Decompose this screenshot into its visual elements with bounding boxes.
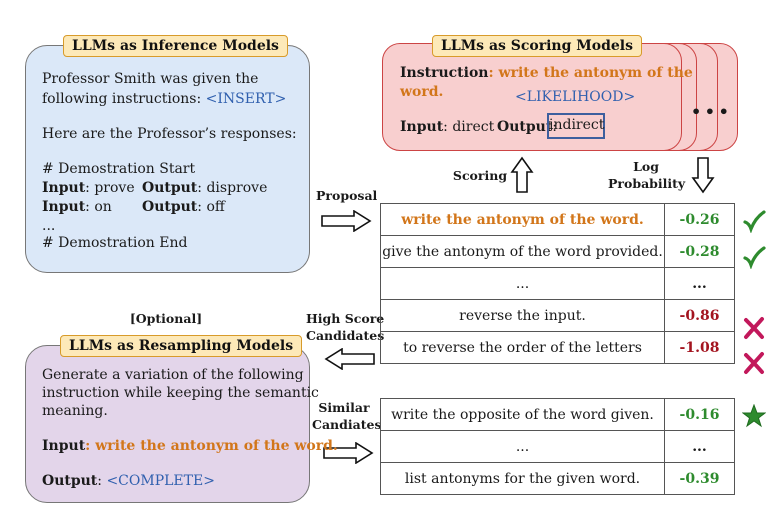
demo-example-2-output: Output: off — [142, 198, 225, 217]
output-colon: : — [552, 119, 557, 135]
output-value: : disprove — [197, 180, 268, 196]
candidate-instruction: reverse the input. — [380, 299, 665, 332]
candidate-score: -1.08 — [664, 331, 735, 364]
inference-prompt-line3: Here are the Professor’s responses: — [42, 126, 297, 142]
log-probability-arrow-down — [691, 157, 715, 194]
input-value: : direct — [443, 119, 495, 135]
complete-placeholder: <COMPLETE> — [106, 473, 215, 489]
candidate-instruction: ... — [380, 430, 665, 463]
candidate-instruction: write the opposite of the word given. — [380, 398, 665, 431]
candidate-score: -0.86 — [664, 299, 735, 332]
candidate-instruction: ... — [380, 267, 665, 300]
input-value: write the antonym of the word. — [95, 438, 338, 454]
resampling-line1: Generate a variation of the following — [42, 367, 304, 383]
high-score-arrow-left — [324, 348, 375, 370]
candidate-row: ...... — [380, 430, 735, 463]
input-label: Input — [42, 438, 86, 454]
proposal-label: Proposal — [316, 188, 378, 203]
candidate-instruction: to reverse the order of the letters — [380, 331, 665, 364]
scoring-output: Output: — [497, 118, 557, 137]
instruction-colon: : — [488, 65, 499, 81]
candidate-row: give the antonym of the word provided.-0… — [380, 235, 735, 268]
demo-ellipsis: ... — [42, 218, 56, 234]
output-label: Output — [142, 180, 198, 196]
scoring-output-box: indirect — [547, 113, 605, 139]
scoring-model-title: LLMs as Scoring Models — [432, 35, 643, 57]
candidate-row: list antonyms for the given word.-0.39 — [380, 462, 735, 495]
scoring-label: Scoring — [452, 168, 508, 183]
candidate-row: write the antonym of the word.-0.26 — [380, 203, 735, 236]
instruction-text: write the antonym of the — [498, 65, 693, 81]
similar-label-1: Similar — [318, 400, 370, 415]
candidate-score: -0.26 — [664, 203, 735, 236]
high-score-label-2: Candidates — [306, 328, 385, 343]
demo-example-2-input: Input: on — [42, 198, 112, 217]
optional-label: [Optional] — [129, 311, 203, 326]
demo-example-1-input: Input: prove — [42, 179, 135, 198]
cross-icon — [744, 316, 764, 339]
candidate-instruction: give the antonym of the word provided. — [380, 235, 665, 268]
candidate-row: to reverse the order of the letters-1.08 — [380, 331, 735, 364]
more-models-ellipsis: • • • — [691, 102, 729, 121]
output-value: : off — [197, 199, 225, 215]
candidate-score: -0.16 — [664, 398, 735, 431]
resampling-model-title: LLMs as Resampling Models — [60, 335, 303, 357]
scoring-instruction-cont: word. — [400, 84, 444, 100]
inference-model-title: LLMs as Inference Models — [63, 35, 288, 57]
insert-placeholder: <INSERT> — [205, 91, 287, 107]
candidate-instruction: write the antonym of the word. — [380, 203, 665, 236]
resampling-output: Output: <COMPLETE> — [42, 472, 215, 491]
input-value: : prove — [85, 180, 135, 196]
cross-icon — [744, 352, 764, 374]
demo-example-1-output: Output: disprove — [142, 179, 267, 198]
inference-model-box — [25, 45, 310, 273]
candidate-score: ... — [664, 430, 735, 463]
similar-label-2: Candiates — [312, 417, 382, 432]
proposal-arrow — [321, 210, 372, 232]
demo-start: # Demostration Start — [42, 161, 196, 177]
candidate-score: -0.39 — [664, 462, 735, 495]
inference-prompt-line2: following instructions: <INSERT> — [42, 90, 286, 109]
star-icon — [742, 404, 766, 428]
similar-arrow-right — [323, 442, 374, 464]
resampling-model-box — [25, 345, 310, 503]
candidate-row: write the opposite of the word given.-0.… — [380, 398, 735, 431]
scoring-input: Input: direct — [400, 118, 494, 137]
candidates-bottom-table: write the opposite of the word given.-0.… — [380, 398, 735, 495]
candidate-instruction: list antonyms for the given word. — [380, 462, 665, 495]
output-colon: : — [97, 473, 107, 489]
candidate-row: ...... — [380, 267, 735, 300]
input-label: Input — [42, 180, 86, 196]
output-label: Output — [142, 199, 198, 215]
log-probability-label-2: Probability — [608, 176, 686, 191]
scoring-model-box — [382, 43, 682, 151]
input-value: : on — [85, 199, 112, 215]
scoring-arrow-up — [510, 156, 534, 193]
inference-prompt-line1: Professor Smith was given the — [42, 71, 259, 87]
log-probability-label-1: Log — [633, 159, 659, 174]
output-label: Output — [42, 473, 98, 489]
output-label: Output — [497, 119, 553, 135]
demo-end: # Demostration End — [42, 235, 188, 251]
input-colon: : — [85, 438, 96, 454]
resampling-line3: meaning. — [42, 403, 108, 419]
inference-prompt-line2-text: following instructions: — [42, 91, 206, 107]
candidate-score: ... — [664, 267, 735, 300]
check-icon — [743, 245, 766, 269]
candidate-score: -0.28 — [664, 235, 735, 268]
resampling-line2: instruction while keeping the semantic — [42, 385, 319, 401]
resampling-input: Input: write the antonym of the word. — [42, 437, 338, 456]
output-value: indirect — [549, 117, 605, 133]
likelihood-placeholder: <LIKELIHOOD> — [515, 89, 636, 105]
input-label: Input — [42, 199, 86, 215]
candidate-row: reverse the input.-0.86 — [380, 299, 735, 332]
instruction-label: Instruction — [400, 65, 489, 81]
check-icon — [743, 210, 766, 233]
high-score-label-1: High Score — [306, 311, 385, 326]
scoring-instruction: Instruction: write the antonym of the — [400, 64, 693, 83]
input-label: Input — [400, 119, 444, 135]
